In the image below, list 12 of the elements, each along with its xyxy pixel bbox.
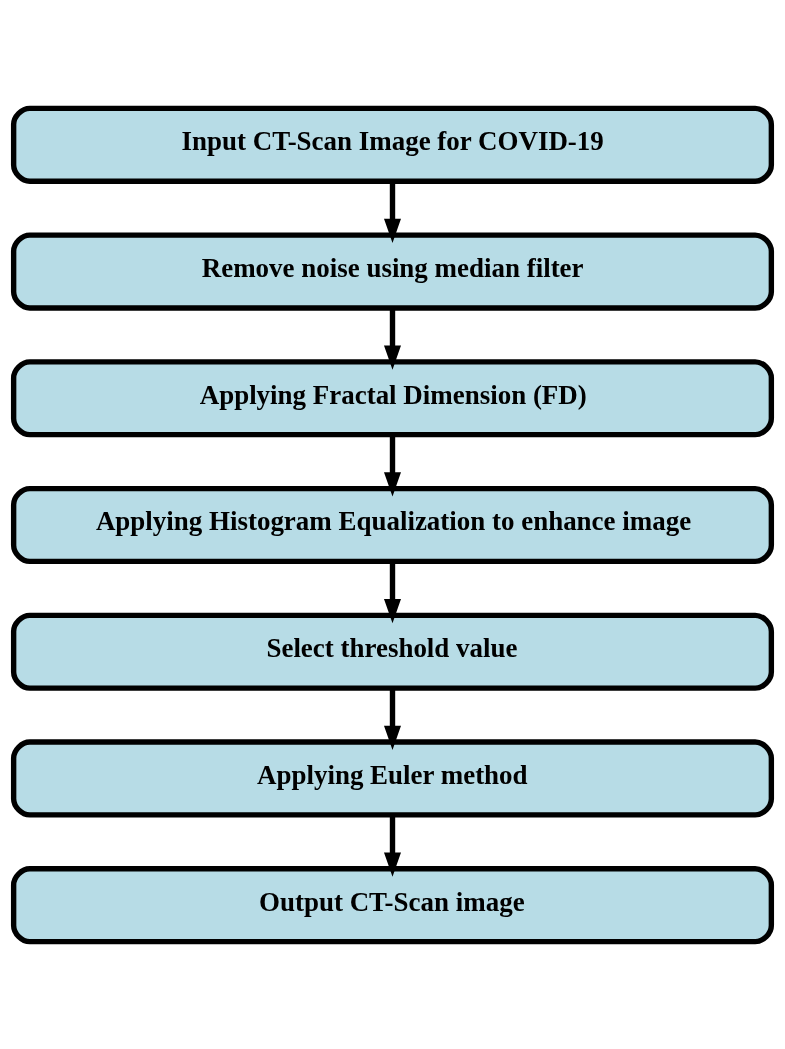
arrow (384, 687, 401, 750)
node-box: Remove noise using median filter (10, 231, 775, 311)
arrow (384, 814, 401, 877)
arrow (384, 561, 401, 623)
node-box: Select threshold value (10, 612, 775, 691)
arrow (384, 434, 401, 496)
node-box: Applying Euler method (10, 738, 775, 818)
node-box: Applying Fractal Dimension (FD) (10, 358, 775, 437)
arrow (384, 307, 401, 370)
node-box: Input CT-Scan Image for COVID-19 (10, 105, 775, 184)
node-box: Output CT-Scan image (10, 865, 775, 944)
node-box: Applying Histogram Equalization to enhance image (10, 485, 775, 564)
